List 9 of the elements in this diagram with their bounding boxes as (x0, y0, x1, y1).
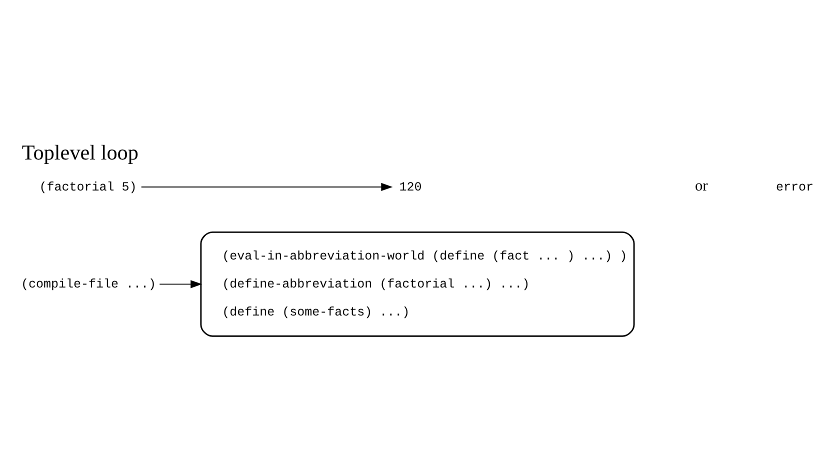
label: or (694, 178, 708, 195)
node-text: 120 (399, 180, 422, 194)
diagram-title: Toplevel loop (22, 140, 138, 165)
node-text: (compile-file ...) (20, 277, 156, 292)
label: error (776, 180, 814, 194)
node-box: (eval-in-abbreviation-world (define (fact ... ) ...) ) (define-abbreviation (factorial ...) ...) (define (some-facts) ...) (200, 231, 635, 337)
arrow (140, 182, 393, 192)
node-text: (factorial 5) (39, 180, 137, 194)
arrow (159, 280, 202, 288)
